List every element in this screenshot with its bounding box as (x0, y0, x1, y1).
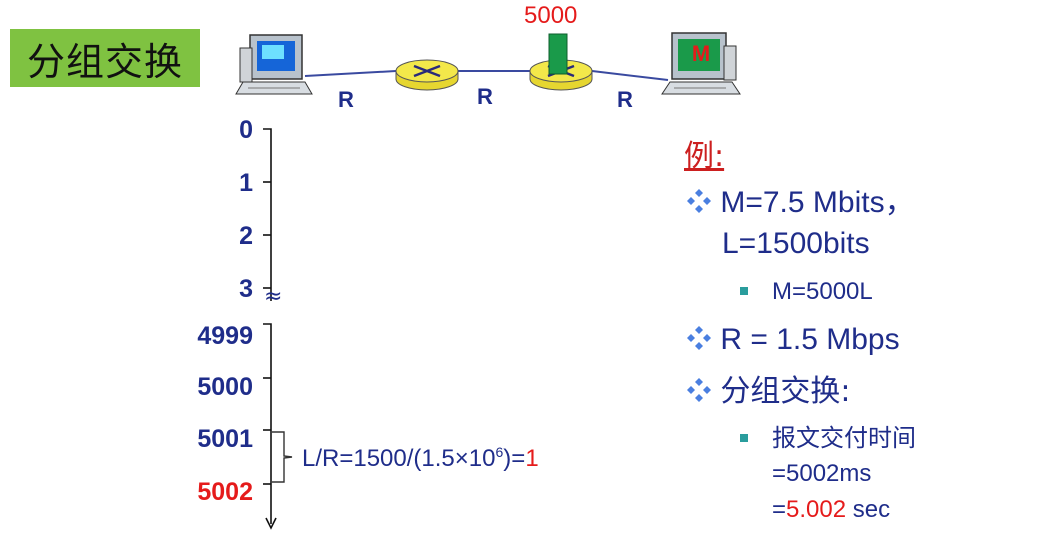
formula-prefix: L/R=1500/(1.5×10 (302, 445, 496, 472)
m-relation-text: M=5000L (772, 278, 873, 305)
interval-brace (272, 431, 293, 483)
tick-label: 5001 (197, 425, 253, 453)
source-computer-icon (235, 34, 313, 95)
tick-label: 4999 (197, 322, 253, 350)
square-bullet-icon (740, 434, 748, 442)
packet-icon (548, 33, 568, 75)
square-bullet-icon (740, 287, 748, 295)
transmission-formula: L/R=1500/(1.5×106)=1 (302, 444, 539, 473)
router-1-icon (395, 59, 459, 91)
formula-exponent: 6 (495, 444, 504, 460)
link-label-2: R (477, 84, 493, 109)
delay-label: 报文交付时间 (772, 424, 916, 452)
tick-label: 5000 (197, 373, 253, 401)
rate-line: R = 1.5 Mbps (720, 323, 900, 356)
link-label-1: R (338, 87, 354, 112)
formula-suffix: )= (503, 445, 526, 472)
sub-bullet-m: M=5000L (740, 274, 873, 310)
bullet-packet-switching: 分组交换: (686, 372, 850, 412)
tick-label: 1 (239, 169, 253, 197)
delay-sec-line: =5.002 sec (772, 492, 890, 528)
packet-count-label: 5000 (524, 2, 578, 29)
sub-bullet-delay: 报文交付时间 (740, 420, 916, 456)
axis-break-symbol: ≈ (264, 284, 283, 309)
destination-label: M (691, 41, 711, 66)
router-2-icon (529, 59, 593, 91)
tick-label: 0 (239, 116, 253, 144)
packet-switching-label: 分组交换: (720, 374, 851, 409)
delay-sec-value: 5.002 (786, 496, 847, 523)
tick-label: 2 (239, 222, 253, 250)
page-title: 分组交换 (10, 29, 200, 87)
example-heading: 例: (684, 139, 725, 174)
l-value-line: L=1500bits (722, 227, 870, 260)
delay-ms-line: =5002ms (772, 460, 872, 487)
link-line-3 (591, 70, 669, 81)
time-axis (263, 128, 277, 530)
tick-label-highlight: 5002 (197, 478, 253, 506)
delay-sec-prefix: = (772, 496, 787, 523)
bullet-r: R = 1.5 Mbps (686, 320, 900, 360)
tick-label: 3 (239, 275, 253, 303)
diamond-bullet-icon (687, 378, 711, 402)
link-label-3: R (617, 87, 633, 112)
diamond-bullet-icon (687, 189, 711, 213)
diamond-bullet-icon (687, 326, 711, 350)
m-value-line: M=7.5 Mbits， (720, 186, 915, 219)
link-line-1 (304, 70, 397, 77)
destination-computer-icon (661, 32, 741, 95)
bullet-m: M=7.5 Mbits， (686, 183, 915, 223)
delay-sec-suffix: sec (846, 496, 891, 523)
formula-result: 1 (525, 445, 539, 472)
